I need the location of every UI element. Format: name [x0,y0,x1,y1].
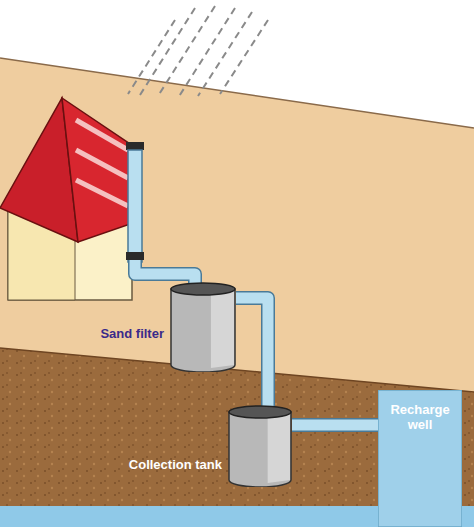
recharge-well: Recharge well [378,390,462,527]
sand-filter-tank: Sand filter [170,282,236,372]
roof [62,98,136,242]
well-label: Recharge well [382,402,458,432]
roof-stripes [76,120,128,206]
ground [0,58,474,527]
tank-shape [228,405,292,487]
tank-label: Collection tank [129,457,222,472]
soil-layer [0,348,474,527]
collection-tank: Collection tank [228,405,292,487]
pipe-connector [292,425,378,426]
downpipe-elbow [135,260,195,286]
gutter-cap [126,142,144,150]
soil-edge [0,348,474,392]
pipe-connector [236,298,268,411]
tank-label: Sand filter [100,326,164,341]
tank-shape [170,282,236,372]
rain [128,6,268,98]
downpipe [128,150,142,262]
downpipe-cap [126,252,144,260]
downpipe-elbow-fill [135,260,195,286]
